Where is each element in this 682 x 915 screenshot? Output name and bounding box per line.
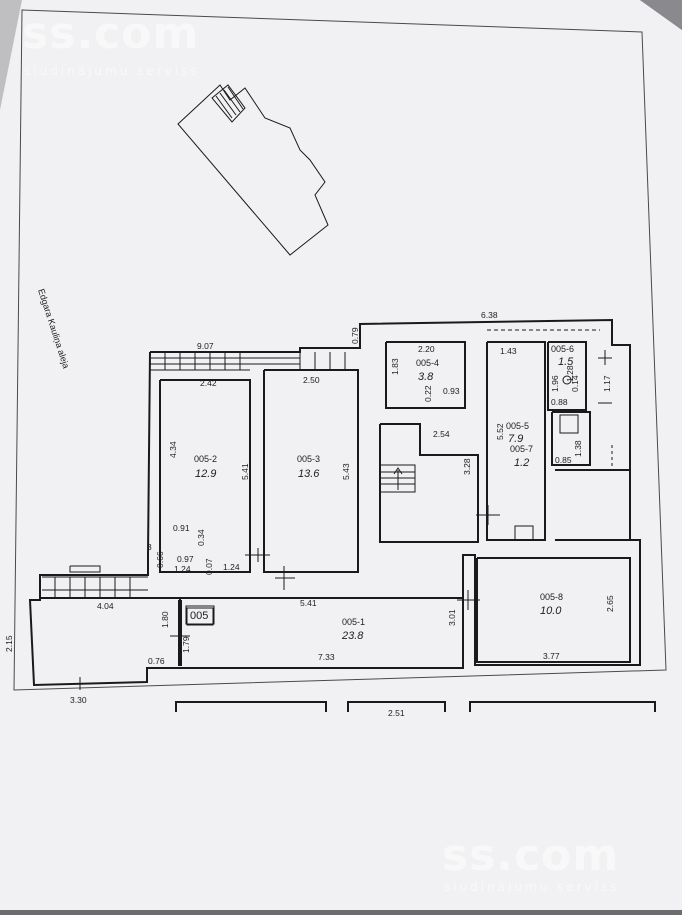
room-id: 005-1 <box>342 617 365 627</box>
dimension-label: 0.97 <box>177 554 194 564</box>
room-id: 005-4 <box>416 358 439 368</box>
dimension-label: 7.33 <box>318 652 335 662</box>
dimension-label: 0.07 <box>204 558 214 575</box>
room-area: 23.8 <box>341 630 364 642</box>
dimension-label: 0.22 <box>423 385 433 402</box>
room-id: 005-3 <box>297 454 320 464</box>
dimension-label: 0.91 <box>173 523 190 533</box>
room-area: 13.6 <box>298 468 320 480</box>
room-area: 12.9 <box>195 468 216 480</box>
dimension-label: 0.88 <box>551 397 568 407</box>
dimension-labels: 6.38 9.07 0.79 2.20 1.43 2.42 2.50 1.83 … <box>4 310 615 718</box>
dimension-label: 2.42 <box>200 378 217 388</box>
dimension-label: 5.52 <box>495 423 505 440</box>
watermark-logo-top: ss.com <box>22 8 200 59</box>
dimension-label: 2.65 <box>605 595 615 612</box>
dimension-label: 0.85 <box>555 455 572 465</box>
room-area: 3.8 <box>418 371 434 383</box>
dimension-label: 2.50 <box>303 375 320 385</box>
dimension-label: 0.76 <box>148 656 165 666</box>
dimension-label: 3.28 <box>462 458 472 475</box>
dimension-label: 0.34 <box>196 529 206 546</box>
room-area: 10.0 <box>540 605 562 617</box>
dimension-label: 5.41 <box>240 463 250 480</box>
dimension-label: 1.80 <box>160 611 170 628</box>
unit-label: 005 <box>190 610 208 622</box>
dimension-label: 1.83 <box>390 358 400 375</box>
dimension-label: 5.41 <box>300 598 317 608</box>
dimension-label: 6.38 <box>481 310 498 320</box>
watermark-subtitle-top: sludinājumu serviss <box>24 64 200 78</box>
dimension-label: 9.07 <box>197 341 214 351</box>
room-id: 005-2 <box>194 454 217 464</box>
room-id: 005-7 <box>510 444 533 454</box>
dimension-label: 1.24 <box>174 564 191 574</box>
plan-walls <box>28 318 656 712</box>
dimension-label: 1.43 <box>500 346 517 356</box>
dimension-label: 1.79 <box>181 636 191 653</box>
dimension-label: 4.34 <box>168 441 178 458</box>
dimension-label: 2.51 <box>388 708 405 718</box>
dimension-label: 2.20 <box>418 344 435 354</box>
room-area: 1.2 <box>514 457 529 469</box>
watermark-logo-bottom: ss.com <box>442 830 620 881</box>
room-id: 005-8 <box>540 592 563 602</box>
sheet-frame <box>13 9 667 691</box>
dimension-label: 5.43 <box>341 463 351 480</box>
room-area: 1.5 <box>558 356 574 368</box>
dimension-label: 3 <box>147 542 152 552</box>
room-id: 005-5 <box>506 421 529 431</box>
dimension-label: 3.77 <box>543 651 560 661</box>
dimension-label: 0.79 <box>350 327 360 344</box>
dimension-label: 0.66 <box>155 551 165 568</box>
dimension-label: 0.93 <box>443 386 460 396</box>
dimension-label: 1.38 <box>573 440 583 457</box>
dimension-label: 1.96 <box>550 375 560 392</box>
neighbor-building <box>177 84 329 256</box>
dimension-label: 0.14 <box>570 375 580 392</box>
dimension-label: 1.17 <box>602 375 612 392</box>
room-area: 7.9 <box>508 433 523 445</box>
dimension-label: 3.01 <box>447 609 457 626</box>
watermark-subtitle-bottom: sludinājumu serviss <box>444 880 620 894</box>
dimension-label: 4.04 <box>97 601 114 611</box>
dimension-label: 2.15 <box>4 635 14 652</box>
room-id: 005-6 <box>551 344 574 354</box>
dimension-label: 2.54 <box>433 429 450 439</box>
dimension-label: 3.30 <box>70 695 87 705</box>
dimension-label: 1.28 <box>565 365 575 382</box>
dimension-label: 1.24 <box>223 562 240 572</box>
